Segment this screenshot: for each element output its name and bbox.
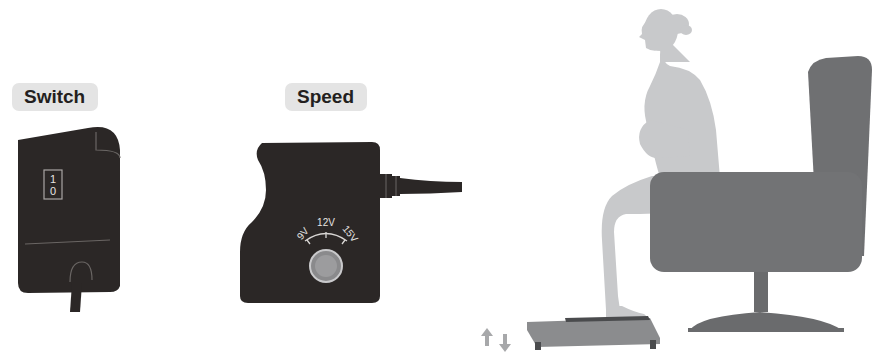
speed-controller xyxy=(240,142,462,303)
voltage-mark: 12V xyxy=(317,218,335,228)
switch-on-mark: 1 xyxy=(50,174,56,185)
footrest xyxy=(527,316,660,350)
switch-off-mark: 0 xyxy=(50,186,56,197)
heading-text: Speed xyxy=(297,86,355,108)
rocker-switch xyxy=(44,170,62,199)
seated-person xyxy=(602,9,720,320)
label-pill: Switch xyxy=(12,83,98,111)
heading-text: Switch xyxy=(24,86,86,108)
chair-seat xyxy=(650,172,862,332)
switch-housing xyxy=(18,127,120,312)
label-pill: Speed xyxy=(285,83,367,111)
up-down-arrows xyxy=(481,328,511,352)
